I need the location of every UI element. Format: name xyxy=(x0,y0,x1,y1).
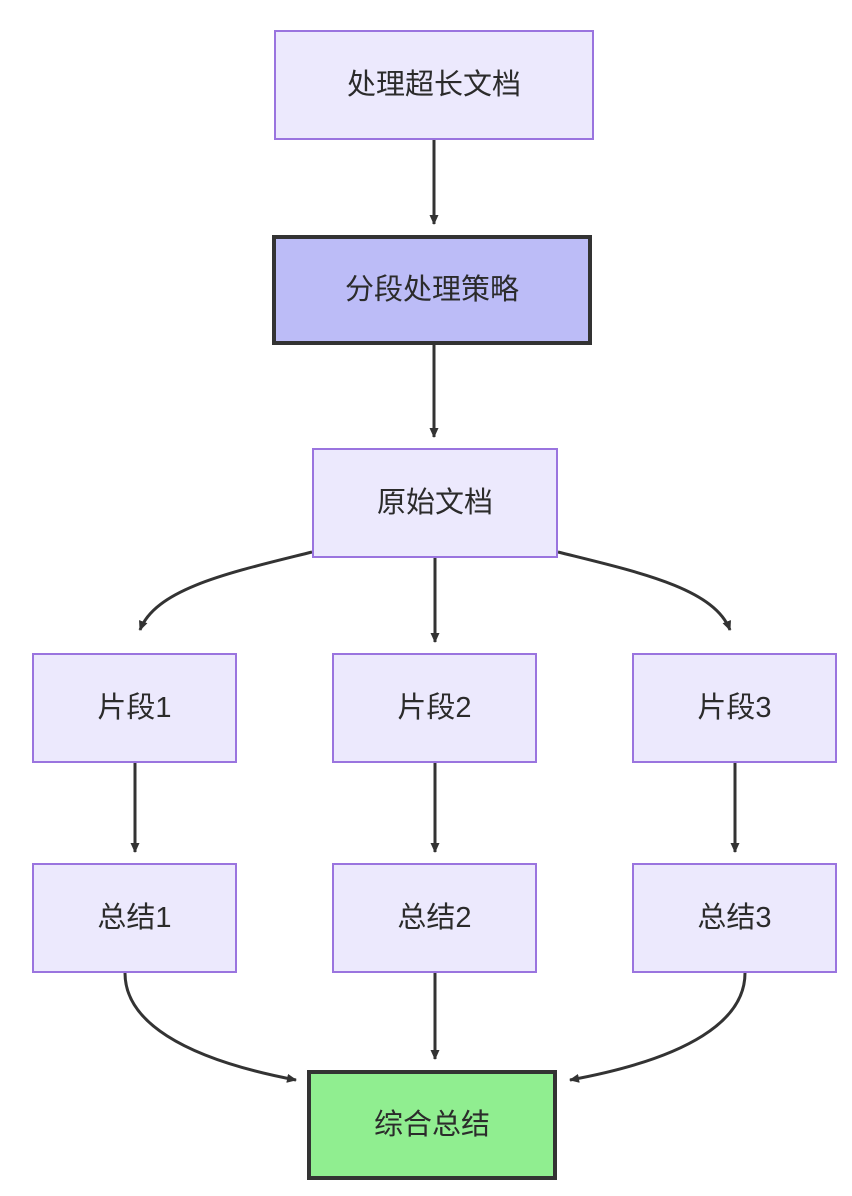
node-source-document[interactable]: 原始文档 xyxy=(312,448,558,558)
node-chunking-strategy[interactable]: 分段处理策略 xyxy=(272,235,592,345)
node-fragment-1[interactable]: 片段1 xyxy=(32,653,237,763)
node-source-document-label: 原始文档 xyxy=(376,486,493,519)
node-final-summary-label: 综合总结 xyxy=(373,1108,490,1141)
node-summary-3-label: 总结3 xyxy=(697,901,772,934)
edge-source-document-to-fragment-3 xyxy=(557,550,732,631)
node-fragment-2-label: 片段2 xyxy=(397,691,472,724)
node-fragment-3-label: 片段3 xyxy=(697,691,772,724)
node-final-summary[interactable]: 综合总结 xyxy=(307,1070,557,1180)
node-summary-2[interactable]: 总结2 xyxy=(332,863,537,973)
node-long-document-label: 处理超长文档 xyxy=(346,68,521,101)
node-summary-3[interactable]: 总结3 xyxy=(632,863,837,973)
node-summary-2-label: 总结2 xyxy=(397,901,472,934)
edge-source-document-to-fragment-1 xyxy=(138,550,313,631)
node-fragment-1-label: 片段1 xyxy=(97,691,172,724)
node-long-document[interactable]: 处理超长文档 xyxy=(274,30,594,140)
node-summary-1[interactable]: 总结1 xyxy=(32,863,237,973)
edge-summary-3-to-final-summary xyxy=(569,972,747,1083)
node-fragment-3[interactable]: 片段3 xyxy=(632,653,837,763)
edge-summary-1-to-final-summary xyxy=(123,972,297,1083)
node-summary-1-label: 总结1 xyxy=(97,901,172,934)
node-chunking-strategy-label: 分段处理策略 xyxy=(344,273,519,306)
node-fragment-2[interactable]: 片段2 xyxy=(332,653,537,763)
